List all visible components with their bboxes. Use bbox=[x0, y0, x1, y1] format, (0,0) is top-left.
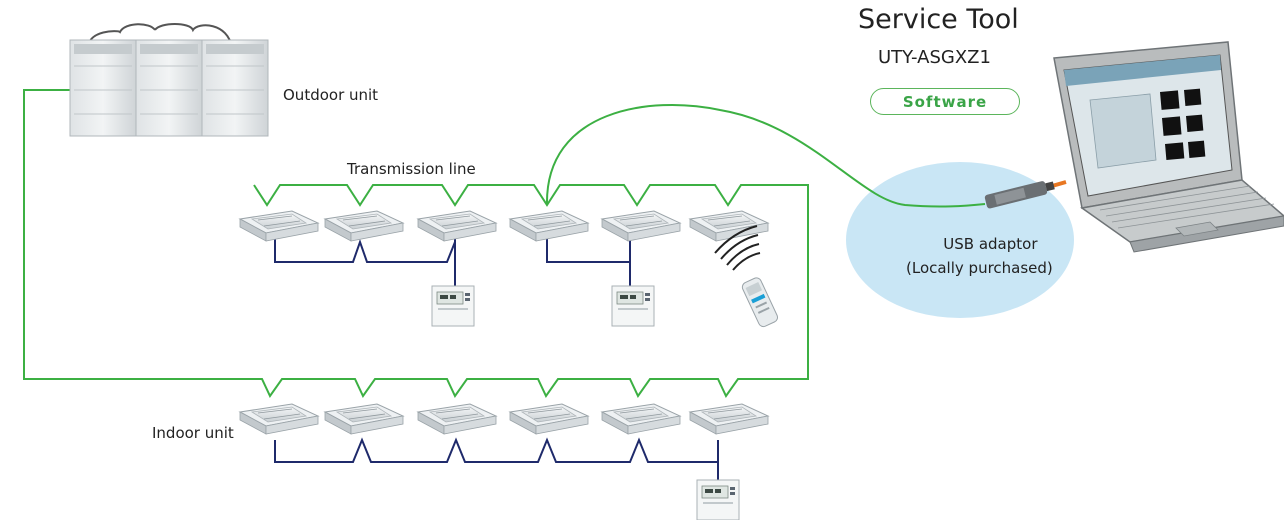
service-tool-title: Service Tool bbox=[858, 4, 1019, 35]
outdoor-unit bbox=[69, 23, 269, 137]
wired-remote-controller bbox=[431, 285, 475, 327]
wired-remote-controller bbox=[611, 285, 655, 327]
wireless-remote-controller bbox=[714, 225, 779, 328]
software-badge: Software bbox=[870, 88, 1020, 115]
indoor-units-lower-row bbox=[239, 403, 769, 435]
outdoor-unit-label: Outdoor unit bbox=[283, 86, 379, 104]
software-badge-label: Software bbox=[902, 92, 988, 111]
remote-wiring bbox=[274, 230, 719, 482]
usb-adaptor-title: USB adaptor bbox=[943, 235, 1038, 253]
usb-adaptor-note: (Locally purchased) bbox=[906, 259, 1053, 277]
usb-adaptor-label: USB adaptor (Locally purchased) bbox=[906, 232, 1053, 280]
transmission-line-label: Transmission line bbox=[347, 160, 476, 178]
indoor-unit-label: Indoor unit bbox=[152, 424, 234, 442]
indoor-units-upper-row bbox=[239, 210, 769, 242]
wired-remote-controller bbox=[696, 479, 740, 520]
laptop bbox=[1053, 41, 1284, 253]
usb-adaptor-device bbox=[984, 180, 1067, 209]
service-tool-model: UTY-ASGXZ1 bbox=[878, 47, 991, 68]
transmission-line bbox=[23, 89, 986, 398]
